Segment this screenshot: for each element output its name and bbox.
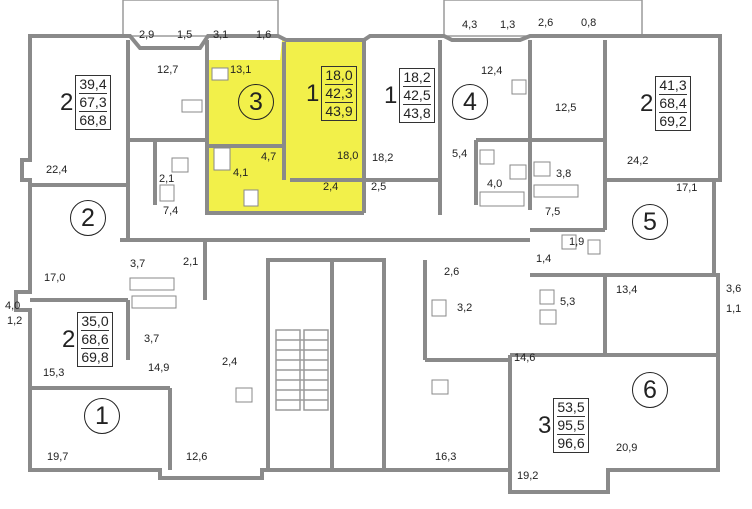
room-area-label: 4,7 [261, 151, 277, 163]
total-area: 68,4 [659, 95, 687, 113]
room-area-label: 12,6 [186, 451, 208, 463]
room-area-label: 12,7 [157, 64, 179, 76]
living-area: 18,0 [325, 67, 353, 85]
apartment-number-4[interactable]: 4 [452, 84, 488, 120]
room-area-label: 20,9 [616, 442, 638, 454]
room-area-label: 2,6 [444, 266, 460, 278]
room-count: 1 [384, 81, 398, 109]
room-area-label: 17,0 [44, 272, 66, 284]
room-area-label: 15,3 [43, 367, 65, 379]
apartment-area-card-highlighted: 1 18,0 42,3 43,9 [306, 66, 357, 121]
apartment-area-card: 3 53,5 95,5 96,6 [538, 398, 589, 453]
room-area-label: 13,1 [230, 64, 252, 76]
room-area-label: 1,4 [536, 253, 552, 265]
total-area: 42,5 [403, 87, 431, 105]
total-area-with-balcony: 43,8 [403, 105, 431, 121]
room-area-label: 2,9 [139, 29, 155, 41]
apartment-area-card: 2 41,3 68,4 69,2 [640, 76, 691, 131]
living-area: 53,5 [557, 399, 585, 417]
elevator-shaft [330, 258, 386, 472]
room-count: 2 [62, 325, 76, 353]
room-count: 2 [60, 88, 74, 116]
room-area-label: 7,5 [545, 206, 561, 218]
room-area-label: 24,2 [627, 155, 649, 167]
total-area-with-balcony: 43,9 [325, 103, 353, 119]
living-area: 18,2 [403, 69, 431, 87]
room-area-label: 3,6 [726, 283, 742, 295]
area-box: 53,5 95,5 96,6 [553, 398, 589, 453]
total-area: 67,3 [79, 94, 107, 112]
area-box: 39,4 67,3 68,8 [75, 75, 111, 130]
area-box: 18,2 42,5 43,8 [399, 68, 435, 123]
total-area: 42,3 [325, 85, 353, 103]
room-area-label: 5,4 [452, 148, 468, 160]
room-area-label: 1,6 [256, 29, 272, 41]
area-box: 41,3 68,4 69,2 [655, 76, 691, 131]
room-area-label: 18,0 [337, 150, 359, 162]
room-area-label: 1,2 [7, 315, 23, 327]
room-count: 3 [538, 411, 552, 439]
room-area-label: 14,9 [148, 362, 170, 374]
apartment-number-6[interactable]: 6 [632, 372, 668, 408]
room-area-label: 7,4 [163, 205, 179, 217]
total-area: 68,6 [81, 331, 109, 349]
room-area-label: 2,4 [222, 356, 238, 368]
apartment-area-card: 2 35,0 68,6 69,8 [62, 312, 113, 367]
room-area-label: 19,7 [47, 451, 69, 463]
room-area-label: 3,8 [556, 168, 572, 180]
room-area-label: 13,4 [616, 284, 638, 296]
room-area-label: 22,4 [46, 164, 68, 176]
room-area-label: 3,7 [130, 258, 146, 270]
room-area-label: 2,5 [371, 181, 387, 193]
room-area-label: 0,8 [581, 17, 597, 29]
room-area-label: 2,1 [159, 173, 175, 185]
apartment-number-5[interactable]: 5 [632, 204, 668, 240]
fixtures [129, 67, 601, 403]
room-area-label: 2,1 [183, 256, 199, 268]
area-box: 18,0 42,3 43,9 [321, 66, 357, 121]
apartment-area-card: 2 39,4 67,3 68,8 [60, 75, 111, 130]
room-area-label: 12,5 [555, 102, 577, 114]
room-count: 2 [640, 89, 654, 117]
room-area-label: 5,3 [560, 296, 576, 308]
room-area-label: 1,3 [500, 19, 516, 31]
apartment-number-3[interactable]: 3 [238, 84, 274, 120]
total-area-with-balcony: 68,8 [79, 112, 107, 128]
total-area-with-balcony: 69,2 [659, 113, 687, 129]
room-area-label: 17,1 [676, 182, 698, 194]
room-area-label: 3,7 [144, 333, 160, 345]
room-area-label: 4,0 [487, 178, 503, 190]
room-area-label: 4,1 [233, 167, 249, 179]
room-area-label: 1,9 [569, 236, 585, 248]
room-area-label: 2,4 [323, 181, 339, 193]
total-area-with-balcony: 96,6 [557, 435, 585, 451]
area-box: 35,0 68,6 69,8 [77, 312, 113, 367]
living-area: 35,0 [81, 313, 109, 331]
apartment-area-card: 1 18,2 42,5 43,8 [384, 68, 435, 123]
total-area: 95,5 [557, 417, 585, 435]
room-area-label: 12,4 [481, 65, 503, 77]
room-area-label: 3,2 [457, 302, 473, 314]
room-area-label: 19,2 [517, 470, 539, 482]
room-area-label: 4,0 [5, 300, 21, 312]
total-area-with-balcony: 69,8 [81, 349, 109, 365]
apartment-number-2[interactable]: 2 [70, 200, 106, 236]
top-balcony-left [122, 0, 279, 37]
living-area: 39,4 [79, 76, 107, 94]
room-count: 1 [306, 79, 320, 107]
stairs [275, 329, 329, 411]
room-area-label: 14,6 [514, 352, 536, 364]
room-area-label: 16,3 [435, 451, 457, 463]
room-area-label: 4,3 [462, 19, 478, 31]
room-area-label: 1,5 [177, 29, 193, 41]
living-area: 41,3 [659, 77, 687, 95]
room-area-label: 3,1 [213, 29, 229, 41]
room-area-label: 1,1 [726, 303, 742, 315]
apartment-number-1[interactable]: 1 [84, 398, 120, 434]
room-area-label: 2,6 [538, 17, 554, 29]
building-outline [14, 34, 722, 494]
room-area-label: 18,2 [372, 152, 394, 164]
